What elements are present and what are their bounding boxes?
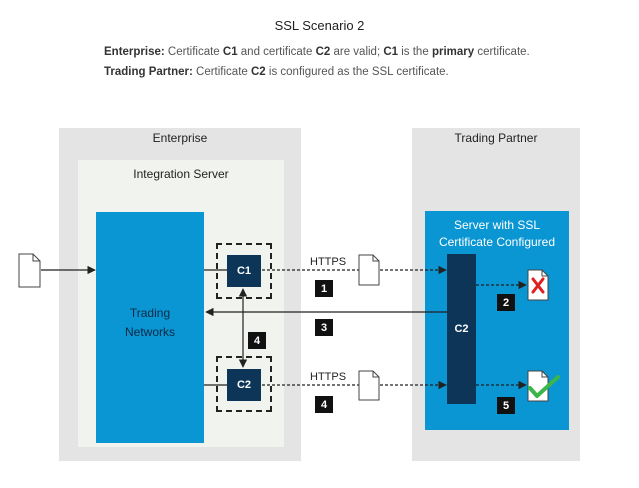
cert-c2: C2 <box>227 369 261 401</box>
step-badge-3: 3 <box>315 319 333 336</box>
diagram-title: SSL Scenario 2 <box>274 18 365 33</box>
trading-networks-line2: Networks <box>124 325 175 339</box>
desc-cert-c2: C2 <box>315 46 331 58</box>
input-document-icon <box>18 253 41 288</box>
ssl-server-line2: Certificate Configured <box>438 235 556 249</box>
desc-text: Certificate <box>164 46 223 58</box>
desc-partner-label: Trading Partner: <box>104 66 193 78</box>
step-badge-4-resend: 4 <box>315 396 333 413</box>
step-badge-1: 1 <box>315 280 333 297</box>
desc-enterprise-label: Enterprise: <box>104 46 165 58</box>
https-document-top-icon <box>358 254 380 286</box>
desc-text: is the <box>398 46 432 58</box>
server-cert-c2: C2 <box>447 254 476 404</box>
ssl-server-label: Server with SSL Certificate Configured <box>425 217 569 251</box>
cert-c1: C1 <box>227 255 261 287</box>
trading-networks-line1: Trading <box>129 306 171 320</box>
desc-text: and certificate <box>237 46 316 58</box>
desc-cert-c1: C1 <box>383 46 399 58</box>
enterprise-label: Enterprise <box>152 131 208 145</box>
integration-server-label: Integration Server <box>133 167 229 181</box>
step-badge-5: 5 <box>497 397 515 414</box>
description-enterprise: Enterprise: Certificate C1 and certifica… <box>104 46 530 58</box>
desc-text: Certificate <box>192 66 251 78</box>
desc-text: certificate. <box>474 46 530 58</box>
https-document-bottom-icon <box>358 370 380 401</box>
trading-partner-label: Trading Partner <box>454 131 538 145</box>
accept-check-icon <box>528 375 560 398</box>
https-label-bottom: HTTPS <box>310 371 347 383</box>
reject-x-icon <box>531 277 545 294</box>
step-badge-2: 2 <box>497 294 515 311</box>
step-badge-4-switch: 4 <box>248 332 266 349</box>
trading-networks-box: Trading Networks <box>96 212 204 443</box>
ssl-server-line1: Server with SSL <box>453 218 541 232</box>
trading-networks-label: Trading Networks <box>96 304 204 342</box>
desc-cert-c2: C2 <box>251 66 266 78</box>
https-label-top: HTTPS <box>310 256 347 268</box>
description-trading-partner: Trading Partner: Certificate C2 is confi… <box>104 66 449 78</box>
desc-text: is configured as the SSL certificate. <box>265 66 449 78</box>
desc-primary: primary <box>431 46 475 58</box>
desc-text: are valid; <box>330 46 384 58</box>
desc-cert-c1: C1 <box>222 46 238 58</box>
